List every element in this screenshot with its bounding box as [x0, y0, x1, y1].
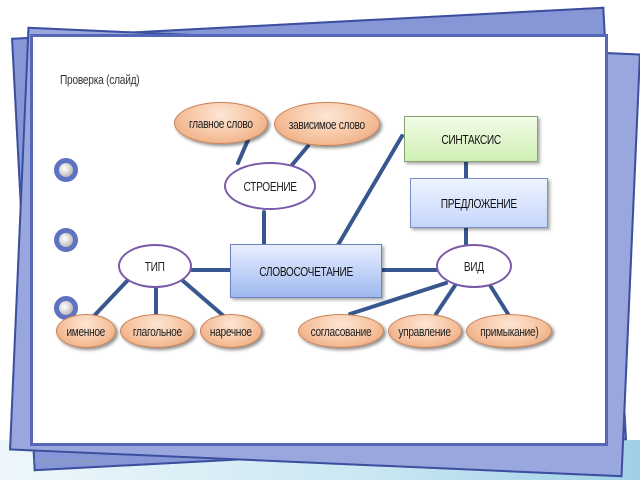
oval-label: СТРОЕНИЕ — [243, 178, 297, 194]
oval-dependent-word: зависимое слово — [274, 102, 380, 146]
oval-kind-agreement: согласование — [298, 314, 384, 348]
oval-label: глагольное — [132, 323, 182, 339]
oval-structure: СТРОЕНИЕ — [224, 162, 316, 210]
oval-label: примыкание) — [479, 323, 539, 339]
oval-label: ВИД — [464, 258, 484, 274]
oval-label: зависимое слово — [288, 116, 366, 132]
oval-type-verbal: глагольное — [120, 314, 194, 348]
oval-type: ТИП — [118, 244, 192, 288]
slide-title: Проверка (слайд) — [60, 72, 140, 87]
oval-kind-adjunction: примыкание) — [466, 314, 552, 348]
oval-label: главное слово — [189, 115, 253, 131]
oval-label: именное — [66, 323, 106, 339]
oval-type-adverbial: наречное — [200, 314, 262, 348]
binder-ring-icon — [54, 158, 78, 182]
footer-credit: © Фокина Лидия Петровна — [34, 459, 96, 465]
oval-label: наречное — [210, 323, 252, 339]
box-label: ПРЕДЛОЖЕНИЕ — [440, 195, 518, 211]
box-label: СИНТАКСИС — [441, 131, 501, 147]
syntax-box: СИНТАКСИС — [404, 116, 538, 162]
oval-type-nominal: именное — [56, 314, 116, 348]
oval-label: ТИП — [145, 258, 165, 274]
oval-main-word: главное слово — [174, 102, 268, 144]
oval-kind-government: управление — [388, 314, 462, 348]
oval-label: согласование — [310, 323, 372, 339]
box-label: СЛОВОСОЧЕТАНИЕ — [259, 263, 353, 279]
oval-label: управление — [398, 323, 452, 339]
binder-ring-icon — [54, 228, 78, 252]
phrase-box: СЛОВОСОЧЕТАНИЕ — [230, 244, 382, 298]
sentence-box: ПРЕДЛОЖЕНИЕ — [410, 178, 548, 228]
oval-kind: ВИД — [436, 244, 512, 288]
